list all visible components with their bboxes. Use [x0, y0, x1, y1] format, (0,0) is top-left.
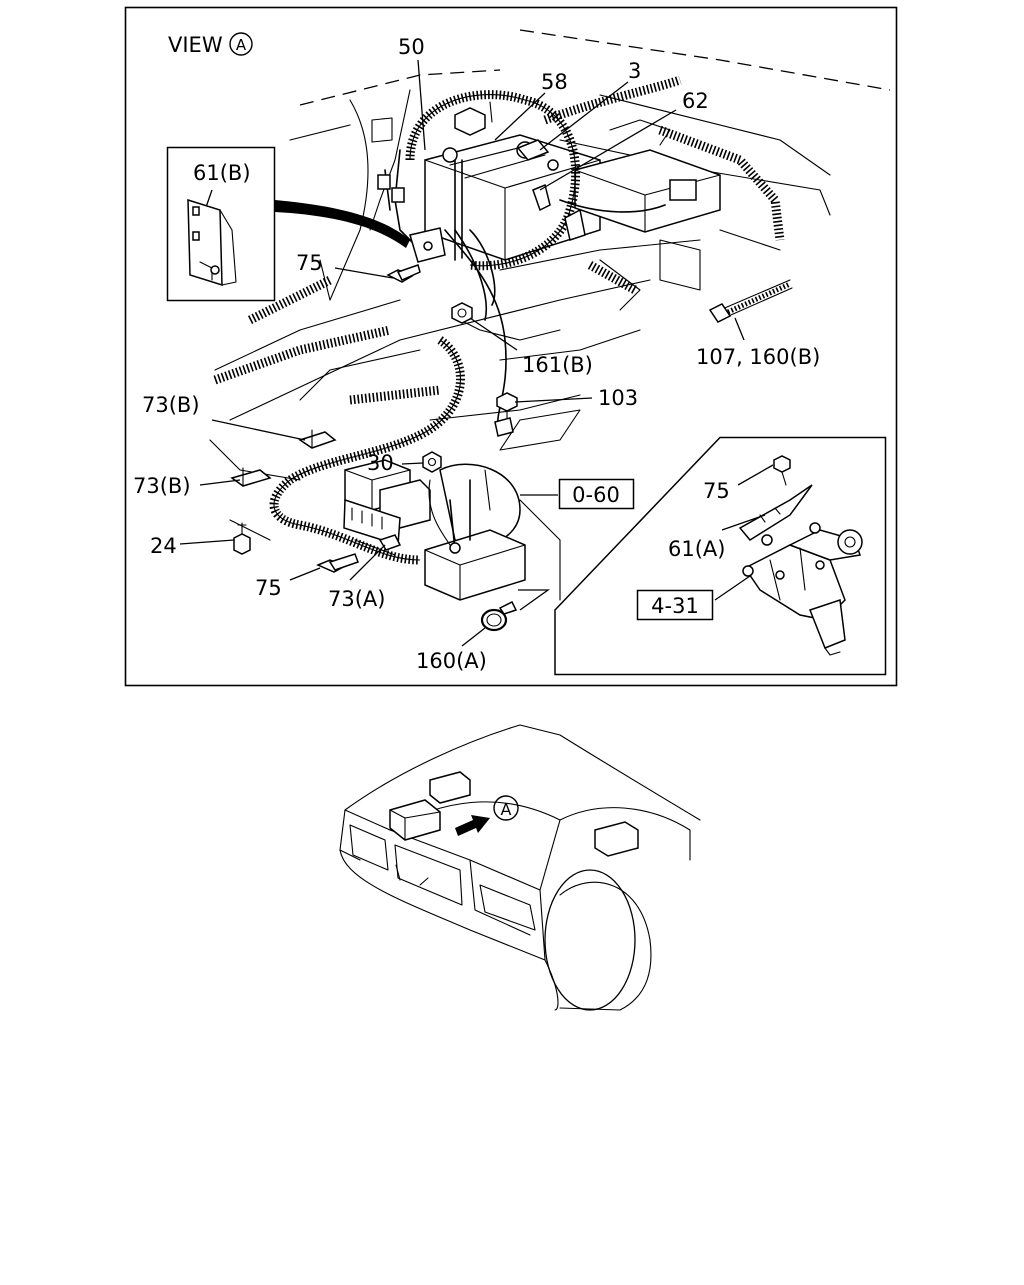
leader-lines: [179, 59, 774, 647]
wire-harness: [269, 75, 682, 565]
bracket-73a: [343, 498, 402, 556]
callout-0-60: 0-60: [572, 483, 620, 507]
bolt-103: [496, 392, 518, 421]
vehicle-body-outline: [209, 29, 891, 601]
cable-tie-107-160b: [708, 279, 793, 323]
callout-73a: 73(A): [328, 587, 385, 611]
callout-161b: 161(B): [522, 353, 593, 377]
callout-24: 24: [150, 534, 177, 558]
vehicle-view-marker: A: [501, 800, 512, 819]
ground-terminal: [494, 417, 514, 437]
callout-107-160b: 107, 160(B): [696, 345, 820, 369]
bolt-24: [233, 522, 251, 555]
nut-161b: [451, 302, 473, 324]
view-a-label: VIEW A: [168, 32, 253, 57]
harness-clip: [564, 208, 586, 241]
callout-73b-upper: 73(B): [142, 393, 200, 417]
bracket-73b-lower: [230, 467, 272, 487]
inset-callout-75: 75: [703, 479, 730, 503]
callout-labels: 50 58 3 62 75 161(B) 107, 160(B) 103 73(…: [133, 35, 820, 673]
battery-cable-clamp: [516, 139, 550, 161]
callout-75-bottom: 75: [255, 576, 282, 600]
inset-callout-61a: 61(A): [668, 537, 725, 561]
battery-bracket: [409, 227, 446, 263]
nut-30: [422, 451, 442, 473]
callout-160a: 160(A): [416, 649, 487, 673]
callout-61b: 61(B): [193, 161, 251, 185]
vehicle-locator-view: A: [339, 724, 701, 1011]
callout-75-top: 75: [296, 251, 323, 275]
main-diagram-frame: [124, 6, 898, 687]
clamp-160a: [480, 600, 518, 632]
bolt-62: [532, 183, 551, 212]
bracket-73b-upper: [298, 429, 337, 449]
callout-62: 62: [682, 89, 709, 113]
leader-160a-bracket: [518, 589, 551, 611]
callout-3: 3: [628, 59, 641, 83]
callout-30: 30: [367, 451, 394, 475]
relay-box: [574, 119, 721, 233]
inset-callout-box-4-31: [636, 589, 714, 621]
detail-pointer-arrow: [275, 200, 410, 248]
callout-50: 50: [398, 35, 425, 59]
callout-73b-lower: 73(B): [133, 474, 191, 498]
frame-rail-hatching: [213, 125, 785, 405]
callout-box-0-60: [558, 478, 635, 510]
battery-terminal-cover: [454, 107, 486, 136]
inset-callout-4-31: 4-31: [651, 594, 699, 618]
detail-box-61b: 61(B): [166, 146, 276, 302]
view-direction-arrow: [455, 815, 490, 836]
callout-103: 103: [598, 386, 638, 410]
view-mark-text: A: [236, 36, 247, 54]
bolt-75-bottom: [316, 553, 359, 573]
bolt-75-top: [386, 264, 421, 283]
view-label-text: VIEW: [168, 33, 223, 57]
callout-58: 58: [541, 70, 568, 94]
component-0-60: [424, 463, 526, 601]
